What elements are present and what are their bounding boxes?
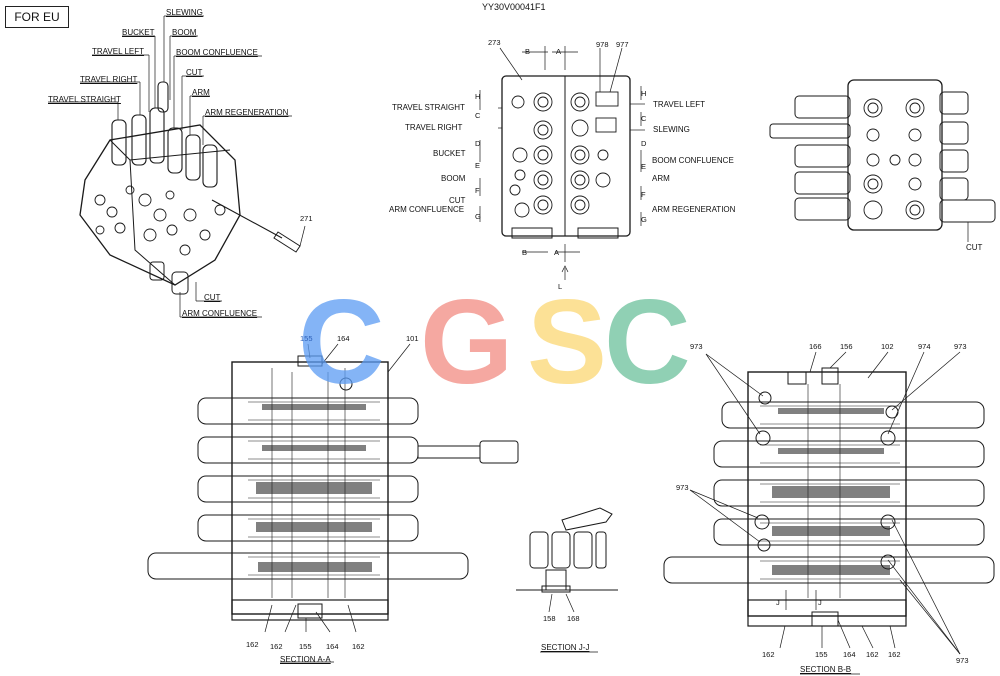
iso-label-travel-right: TRAVEL RIGHT	[80, 75, 138, 84]
section-bb-title: SECTION B-B	[800, 665, 852, 674]
bb-part-156: 156	[840, 342, 853, 351]
iso-valve-drawing	[48, 15, 306, 318]
iso-label-bucket: BUCKET	[122, 28, 155, 37]
section-jj-drawing	[516, 507, 618, 653]
front-mark-e-left: E	[475, 161, 481, 170]
front-label-travel-left: TRAVEL LEFT	[653, 100, 706, 109]
side-valve-drawing	[769, 79, 996, 242]
iso-label-travel-left: TRAVEL LEFT	[92, 47, 145, 56]
watermark-letter-g: G	[420, 275, 514, 409]
front-mark-f-left: F	[475, 186, 480, 195]
bb-part-162-b: 162	[866, 650, 879, 659]
front-mark-d-right: D	[641, 139, 647, 148]
iso-label-arm-regeneration: ARM REGENERATION	[205, 108, 289, 117]
iso-label-travel-straight: TRAVEL STRAIGHT	[48, 95, 121, 104]
front-mark-c-right: C	[641, 114, 647, 123]
front-mark-a-top: A	[556, 47, 562, 56]
document-code: YY30V00041F1	[482, 2, 546, 12]
iso-label-bottom-cut: CUT	[204, 293, 221, 302]
section-aa-drawing	[147, 343, 519, 663]
front-mark-e-right: E	[641, 162, 647, 171]
iso-label-boom: BOOM	[172, 28, 197, 37]
bb-part-162-c: 162	[888, 650, 901, 659]
front-mark-b-bottom: B	[522, 248, 528, 257]
front-label-boom-confluence: BOOM CONFLUENCE	[652, 156, 734, 165]
bb-part-973-top-right: 973	[954, 342, 967, 351]
front-label-arm: ARM	[652, 174, 670, 183]
watermark-letter-s: S	[527, 275, 608, 409]
section-bb-drawing	[663, 351, 995, 675]
iso-label-cut: CUT	[186, 68, 203, 77]
section-aa-title: SECTION A-A	[280, 655, 331, 664]
bb-part-973-left: 973	[676, 483, 689, 492]
front-mark-h-left: H	[475, 92, 481, 101]
aa-part-155-top: 155	[300, 334, 313, 343]
iso-label-boom-confluence: BOOM CONFLUENCE	[176, 48, 258, 57]
front-label-arm-confluence: ARM CONFLUENCE	[389, 205, 465, 214]
aa-part-164-bottom: 164	[326, 642, 339, 651]
jj-part-158: 158	[543, 614, 556, 623]
front-mark-a-bottom: A	[554, 248, 560, 257]
front-mark-g-right: G	[641, 215, 647, 224]
front-label-travel-right: TRAVEL RIGHT	[405, 123, 463, 132]
front-part-978: 978	[596, 40, 609, 49]
aa-part-155-bottom: 155	[299, 642, 312, 651]
bb-part-102: 102	[881, 342, 894, 351]
bb-mark-j-right: J	[818, 598, 822, 607]
bb-part-973-top-left: 973	[690, 342, 703, 351]
iso-label-arm: ARM	[192, 88, 210, 97]
iso-label-bottom-arm-confluence: ARM CONFLUENCE	[182, 309, 258, 318]
iso-label-slewing: SLEWING	[166, 8, 203, 17]
bb-part-166: 166	[809, 342, 822, 351]
front-part-977: 977	[616, 40, 629, 49]
bb-part-164: 164	[843, 650, 856, 659]
region-box: FOR EU	[5, 6, 69, 28]
front-mark-d-left: D	[475, 139, 481, 148]
front-mark-f-right: F	[641, 190, 646, 199]
front-mark-g-left: G	[475, 212, 481, 221]
bb-part-155: 155	[815, 650, 828, 659]
front-mark-c-left: C	[475, 111, 481, 120]
front-mark-h-right: H	[641, 89, 647, 98]
section-jj-title: SECTION J-J	[541, 643, 590, 652]
front-label-arm-regeneration: ARM REGENERATION	[652, 205, 736, 214]
watermark-letter-c2: C	[604, 275, 691, 409]
front-mark-b-top: B	[525, 47, 531, 56]
bb-mark-j-left: J	[776, 598, 780, 607]
front-label-cut: CUT	[449, 196, 466, 205]
front-label-boom: BOOM	[441, 174, 466, 183]
watermark-letter-c1: C	[298, 275, 385, 409]
aa-part-162-c: 162	[352, 642, 365, 651]
bb-part-162-a: 162	[762, 650, 775, 659]
front-valve-drawing	[479, 46, 645, 280]
bb-part-974: 974	[918, 342, 931, 351]
front-label-travel-straight: TRAVEL STRAIGHT	[392, 103, 465, 112]
aa-part-164-top: 164	[337, 334, 350, 343]
bb-part-973-bottom: 973	[956, 656, 969, 665]
jj-part-168: 168	[567, 614, 580, 623]
front-label-slewing: SLEWING	[653, 125, 690, 134]
front-part-273: 273	[488, 38, 501, 47]
front-label-bucket: BUCKET	[433, 149, 466, 158]
aa-part-101: 101	[406, 334, 419, 343]
side-label-cut: CUT	[966, 243, 983, 252]
iso-part-271: 271	[300, 214, 313, 223]
aa-part-162-b: 162	[270, 642, 283, 651]
front-mark-l: L	[558, 282, 563, 291]
aa-part-162-a: 162	[246, 640, 259, 649]
